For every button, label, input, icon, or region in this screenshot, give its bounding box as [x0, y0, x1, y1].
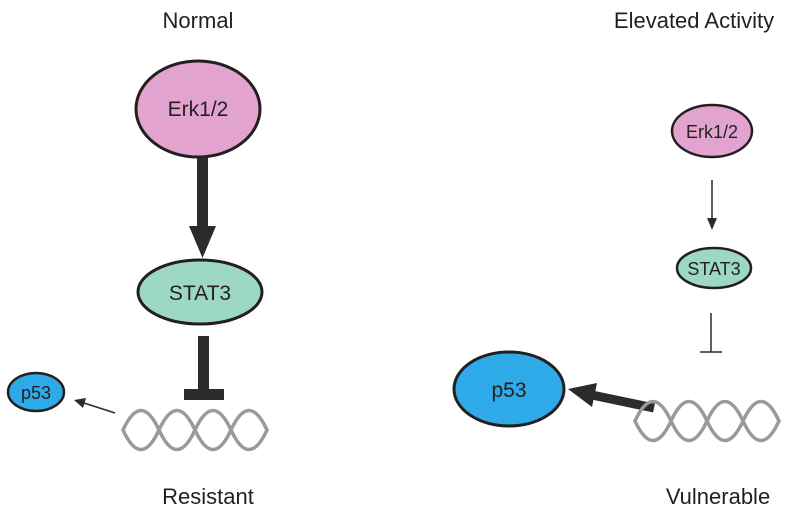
normal-panel: Normal Erk1/2 STAT3 p53 Resist — [6, 8, 269, 509]
normal-stat3-node — [136, 258, 264, 326]
normal-heading: Normal — [163, 8, 234, 33]
normal-dna-to-p53-arrow — [74, 398, 116, 414]
normal-erk-label: Erk1/2 — [168, 98, 229, 121]
normal-erk-node — [134, 59, 262, 159]
elevated-stat3-node — [675, 246, 753, 290]
normal-erk-to-stat3-arrow — [189, 158, 216, 258]
elevated-heading: Elevated Activity — [614, 8, 774, 33]
elevated-p53-node — [452, 350, 566, 428]
elevated-dna-to-p53-arrow — [568, 383, 655, 413]
elevated-dna-helix-icon — [633, 399, 781, 443]
elevated-caption: Vulnerable — [666, 484, 770, 509]
elevated-stat3-inhibits-dna — [700, 313, 722, 353]
normal-stat3-inhibits-dna — [184, 336, 224, 400]
normal-p53-node — [6, 371, 66, 413]
elevated-panel: Elevated Activity Erk1/2 STAT3 p53 — [452, 8, 781, 509]
normal-caption: Resistant — [162, 484, 254, 509]
normal-dna-helix-icon — [121, 408, 269, 452]
elevated-erk-node — [670, 103, 754, 159]
elevated-erk-label: Erk1/2 — [686, 122, 738, 142]
normal-p53-label: p53 — [21, 383, 51, 403]
elevated-erk-to-stat3-arrow — [707, 180, 717, 230]
elevated-p53-label: p53 — [491, 379, 526, 402]
elevated-stat3-label: STAT3 — [687, 259, 740, 279]
normal-stat3-label: STAT3 — [169, 282, 231, 305]
